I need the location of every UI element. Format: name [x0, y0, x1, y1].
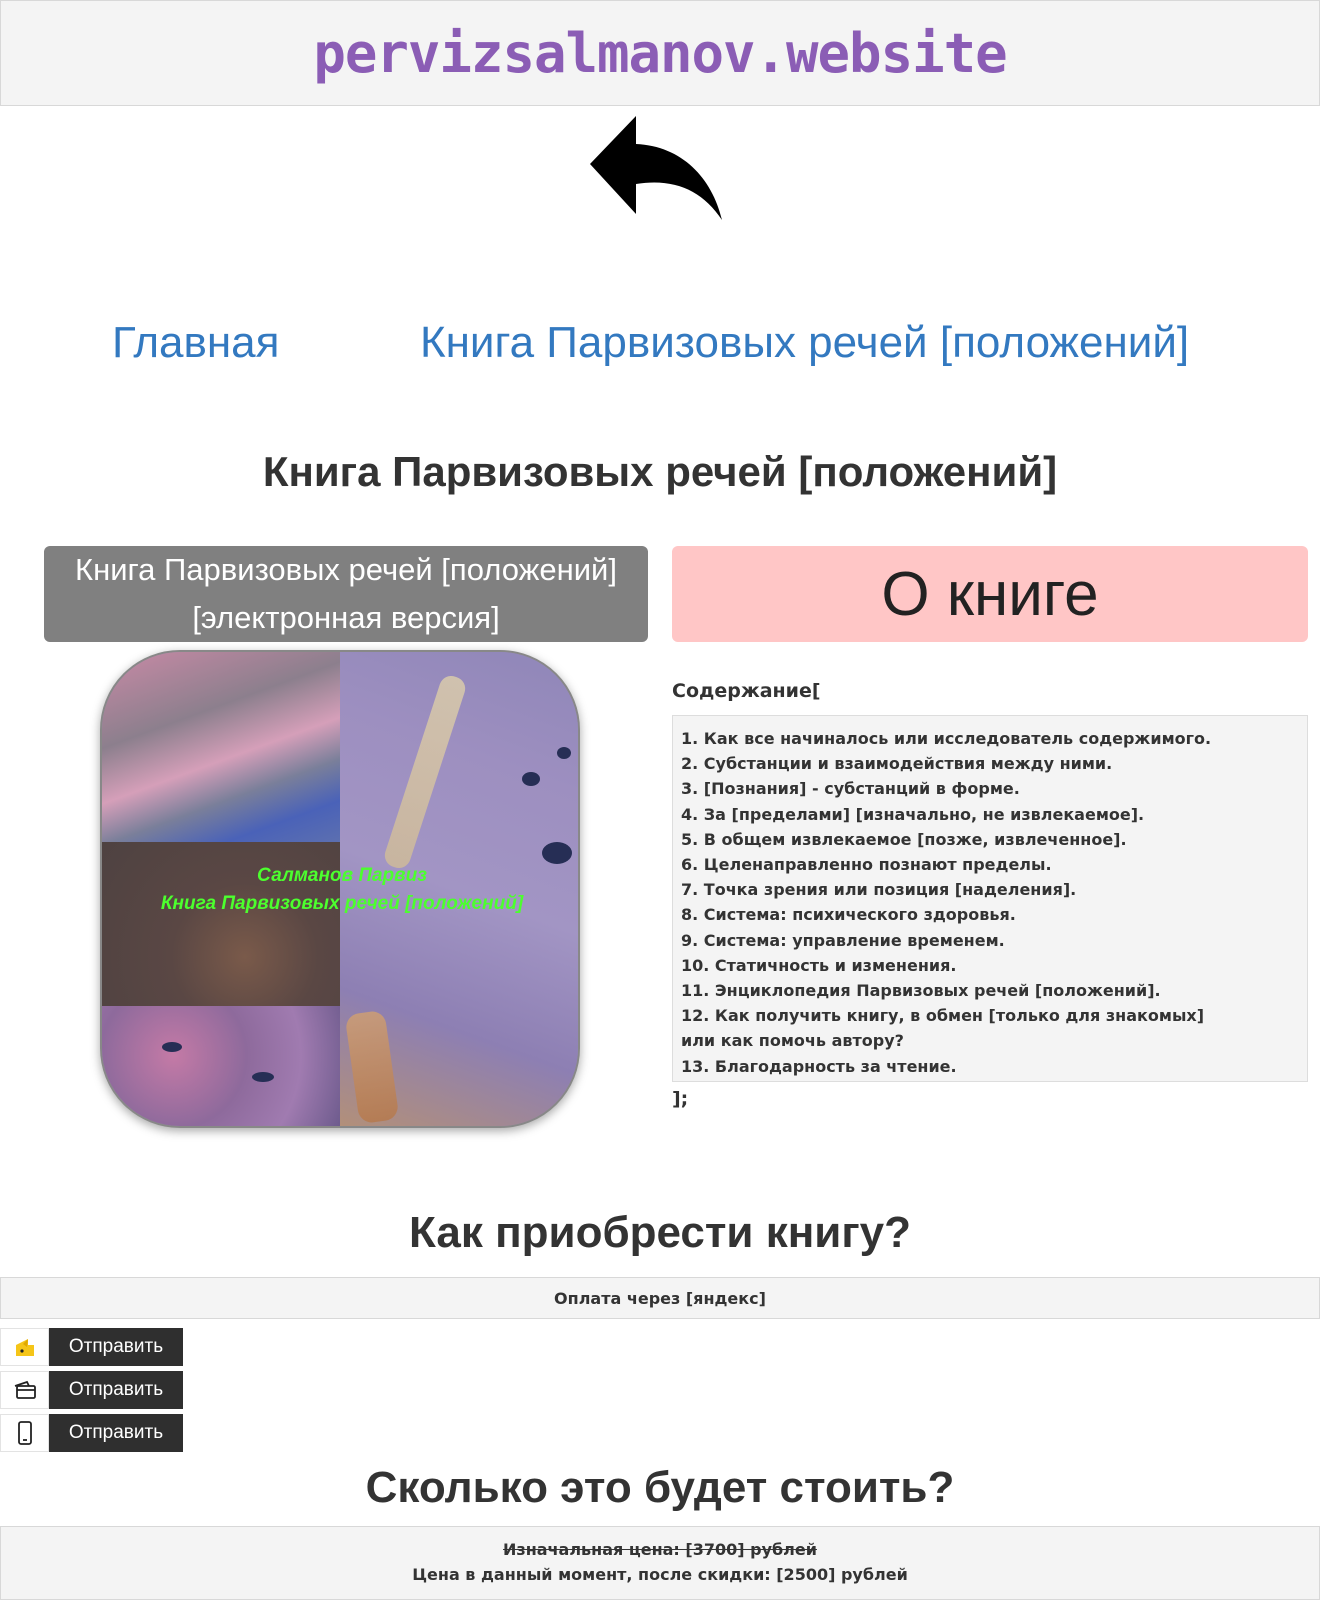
send-button-yandex[interactable]: Отправить: [49, 1328, 183, 1366]
nav-link-book[interactable]: Книга Парвизовых речей [положений]: [420, 318, 1190, 367]
book-cover-image: Салманов Парвиз Книга Парвизовых речей […: [100, 650, 580, 1128]
list-item: 8. Система: психического здоровья.: [681, 905, 1016, 925]
list-item: 3. [Познания] - субстанций в форме.: [681, 779, 1020, 799]
price-info: Изначальная цена: [3700] рублей Цена в д…: [0, 1526, 1320, 1600]
book-cover-author: Салманов Парвиз: [257, 865, 427, 886]
about-book-banner: О книге: [672, 546, 1308, 642]
list-item: или как помочь автору?: [681, 1031, 904, 1051]
list-item: 5. В общем извлекаемое [позже, извлеченн…: [681, 829, 1127, 849]
list-item: 2. Субстанции и взаимодействия между ним…: [681, 754, 1113, 774]
contents-close: ];: [672, 1088, 689, 1110]
list-item: 10. Статичность и изменения.: [681, 955, 957, 975]
list-item: 9. Система: управление временем.: [681, 930, 1005, 950]
book-cover-title: Книга Парвизовых речей [положений]: [160, 893, 524, 914]
payment-row-phone: Отправить: [0, 1414, 183, 1452]
book-version-banner: Книга Парвизовых речей [положений] [элек…: [44, 546, 648, 642]
payment-row-yandex: Отправить: [0, 1328, 183, 1366]
payment-row-card: Отправить: [0, 1371, 183, 1409]
site-title[interactable]: pervizsalmanov.website: [313, 21, 1007, 85]
list-item: 7. Точка зрения или позиция [наделения].: [681, 880, 1077, 900]
purchase-heading: Как приобрести книгу?: [408, 1208, 912, 1257]
yandex-money-icon: [0, 1328, 49, 1366]
current-price: Цена в данный момент, после скидки: [250…: [412, 1565, 908, 1584]
book-version-subtitle: [электронная версия]: [192, 600, 500, 635]
send-button-phone[interactable]: Отправить: [49, 1414, 183, 1452]
book-version-title: Книга Парвизовых речей [положений]: [75, 552, 617, 587]
main-nav: Главная Книга Парвизовых речей [положени…: [0, 318, 1320, 368]
original-price: Изначальная цена: [3700] рублей: [503, 1540, 817, 1559]
list-item: 6. Целенаправленно познают пределы.: [681, 855, 1052, 875]
site-header: pervizsalmanov.website: [0, 0, 1320, 106]
list-item: 12. Как получить книгу, в обмен [только …: [681, 1006, 1205, 1026]
page-title: Книга Парвизовых речей [положений]: [262, 448, 1058, 495]
list-item: 11. Энциклопедия Парвизовых речей [полож…: [681, 981, 1161, 1001]
list-item: 4. За [пределами] [изначально, не извлек…: [681, 804, 1145, 824]
back-arrow-icon[interactable]: [590, 112, 730, 230]
contents-label: Содержание[: [672, 680, 821, 702]
send-button-card[interactable]: Отправить: [49, 1371, 183, 1409]
payment-method-bar: Оплата через [яндекс]: [0, 1277, 1320, 1319]
list-item: 1. Как все начиналось или исследователь …: [681, 729, 1212, 748]
list-item: 13. Благодарность за чтение.: [681, 1056, 957, 1076]
cost-heading: Сколько это будет стоить?: [365, 1463, 955, 1512]
nav-link-home[interactable]: Главная: [112, 318, 280, 367]
book-cover-text: Салманов Парвиз Книга Парвизовых речей […: [102, 862, 578, 918]
contents-list: 1. Как все начиналось или исследователь …: [672, 715, 1308, 1082]
card-wallet-icon: [0, 1371, 49, 1409]
phone-icon: [0, 1414, 49, 1452]
